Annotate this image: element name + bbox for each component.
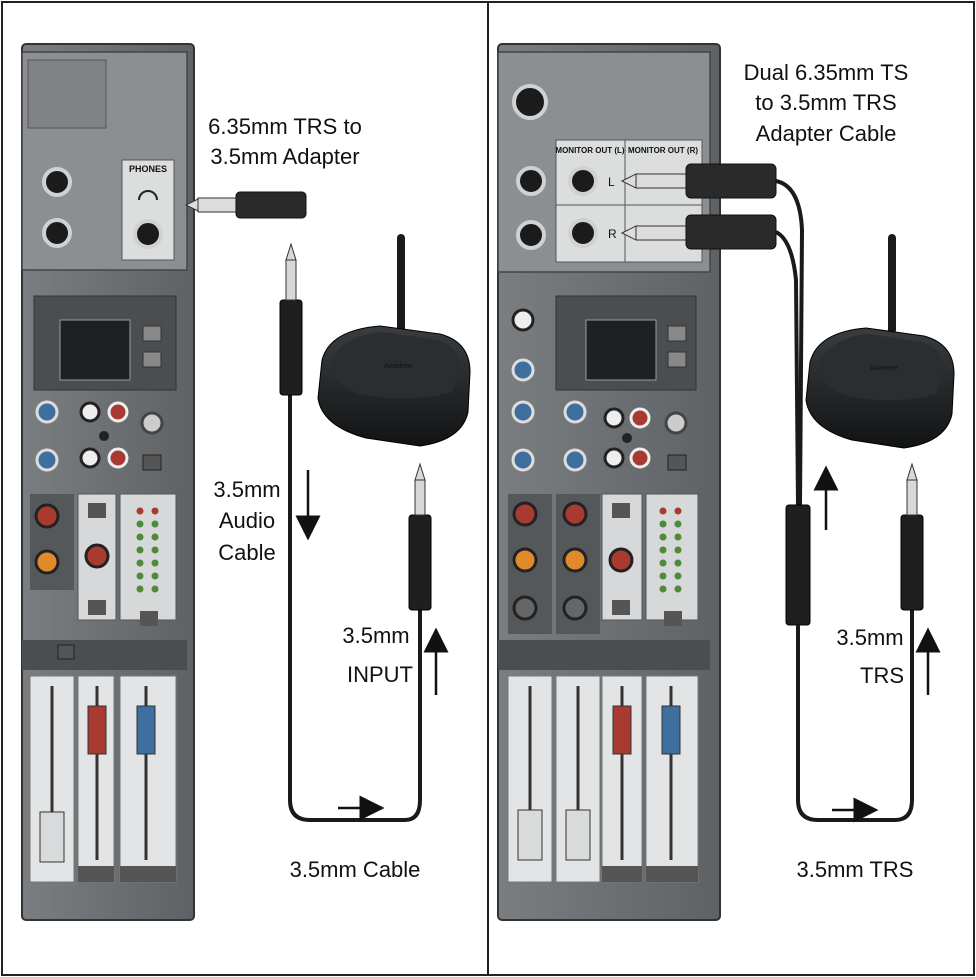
left-cable xyxy=(279,242,432,822)
right-adapter-label-line2: to 3.5mm TRS xyxy=(755,90,896,115)
left-antenna xyxy=(397,234,405,334)
monitor-left-label: MONITOR OUT (L) xyxy=(555,146,625,155)
right-antenna xyxy=(888,234,896,334)
right-blue-fader xyxy=(661,705,681,755)
left-blue-fader xyxy=(136,705,156,755)
jack-r-label: R xyxy=(608,227,617,241)
ts-plug-r xyxy=(685,214,777,250)
left-input-label-line1: 3.5mm xyxy=(342,623,409,648)
right-bluetooth-device: Avantree xyxy=(805,234,955,449)
right-device-brand: Avantree xyxy=(870,365,898,372)
left-bluetooth-device: Avantree xyxy=(317,234,471,447)
left-adapter-plug xyxy=(184,191,307,219)
left-display xyxy=(59,319,131,381)
left-adapter-label-line2: 3.5mm Adapter xyxy=(210,144,359,169)
right-led-meter xyxy=(659,507,682,593)
left-cable-label-line3: Cable xyxy=(218,540,275,565)
jack-l-label: L xyxy=(608,175,615,189)
right-adapter-label-line3: Adapter Cable xyxy=(756,121,897,146)
left-red-fader xyxy=(87,705,107,755)
input-jack-2 xyxy=(42,218,72,248)
left-cable-label-line2: Audio xyxy=(219,508,275,533)
xlr-input xyxy=(512,84,548,120)
right-display xyxy=(585,319,657,381)
left-input-label-line2: INPUT xyxy=(347,662,413,687)
splitter-barrel xyxy=(785,504,811,626)
left-led-meter xyxy=(136,507,159,593)
monitor-out-l-jack xyxy=(568,166,598,196)
left-device-brand: Avantree xyxy=(384,363,412,370)
left-mixer: PHONES xyxy=(21,43,195,921)
right-dual-adapter-cable xyxy=(620,163,924,822)
left-adapter-label-line1: 6.35mm TRS to xyxy=(208,114,362,139)
left-bottom-label: 3.5mm Cable xyxy=(290,857,421,882)
phones-label: PHONES xyxy=(129,164,167,174)
ts-plug-l xyxy=(685,163,777,199)
left-cable-label-line1: 3.5mm xyxy=(213,477,280,502)
input-jack-1 xyxy=(42,167,72,197)
right-mixer: MONITOR OUT (L) MONITOR OUT (R) L R xyxy=(497,43,721,921)
right-trs-label-line2: TRS xyxy=(860,663,904,688)
headphone-icon xyxy=(138,190,158,201)
right-adapter-label-line1: Dual 6.35mm TS xyxy=(744,60,909,85)
left-bottom-plug xyxy=(408,514,432,611)
monitor-out-r-jack xyxy=(568,218,598,248)
right-trs-label-line1: 3.5mm xyxy=(836,625,903,650)
right-red-fader xyxy=(612,705,632,755)
phones-jack xyxy=(133,219,163,249)
right-bottom-label: 3.5mm TRS xyxy=(797,857,914,882)
right-bottom-plug xyxy=(900,514,924,611)
left-top-plug xyxy=(279,299,303,396)
monitor-right-label: MONITOR OUT (R) xyxy=(628,146,698,155)
